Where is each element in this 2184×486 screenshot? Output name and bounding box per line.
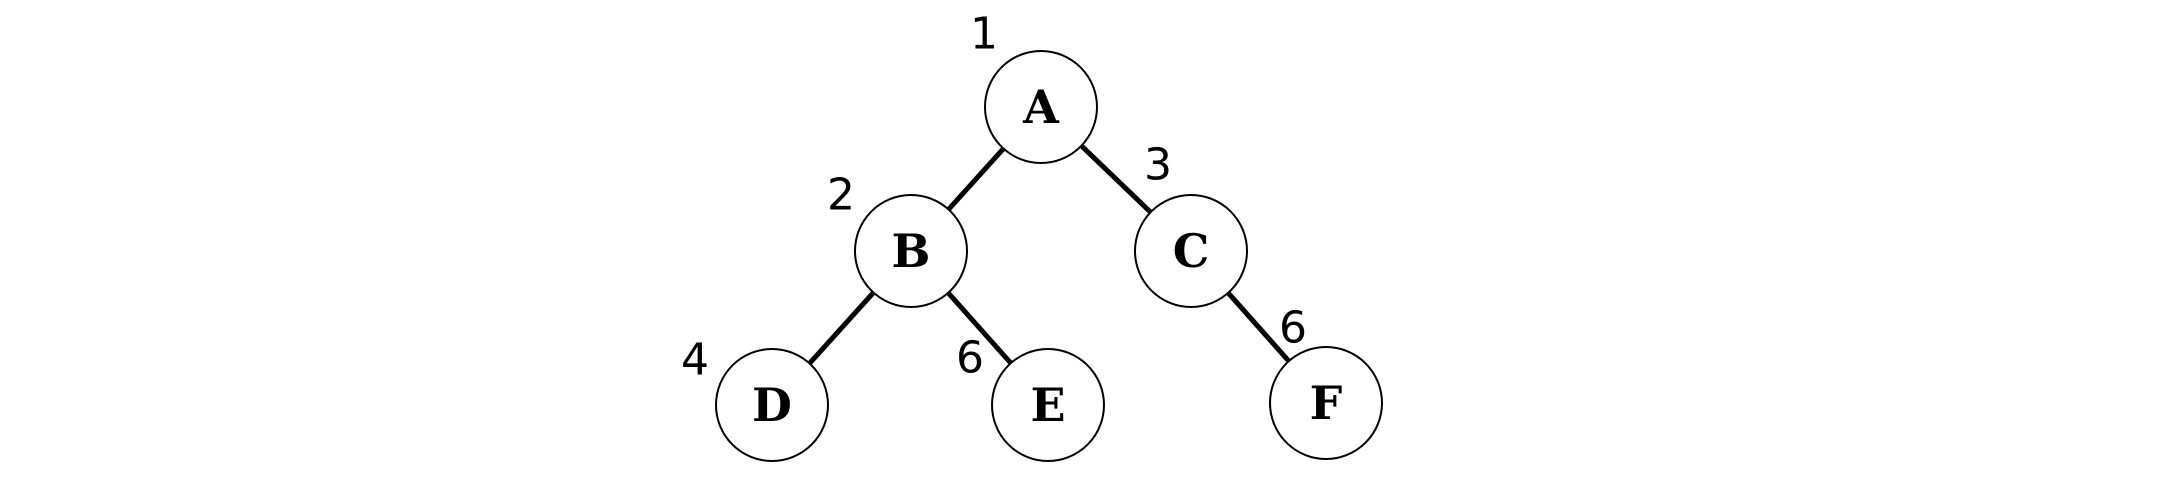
node-C-number-annotation: 3 bbox=[1144, 139, 1172, 190]
node-E-circle bbox=[991, 348, 1105, 462]
annotations-layer: 1 2 3 4 6 6 bbox=[681, 8, 1307, 385]
node-E-number-annotation: 6 bbox=[956, 332, 984, 383]
node-A-circle bbox=[984, 50, 1098, 164]
node-F-label: F bbox=[1310, 376, 1343, 430]
node-C-label: C bbox=[1173, 224, 1210, 278]
node-F-circle bbox=[1269, 346, 1383, 460]
node-D-number-annotation: 4 bbox=[681, 334, 709, 385]
node-A-number-annotation: 1 bbox=[970, 8, 998, 59]
node-B-number-annotation: 2 bbox=[827, 169, 855, 220]
node-B-circle bbox=[854, 194, 968, 308]
node-F-number-annotation: 6 bbox=[1279, 302, 1307, 353]
node-B-label: B bbox=[892, 224, 931, 278]
node-D-label: D bbox=[752, 378, 792, 432]
node-A-label: A bbox=[1022, 80, 1060, 134]
node-E-label: E bbox=[1030, 378, 1065, 432]
node-C-circle bbox=[1134, 194, 1248, 308]
nodes-layer: A B C D E F bbox=[715, 50, 1383, 462]
node-D-circle bbox=[715, 348, 829, 462]
